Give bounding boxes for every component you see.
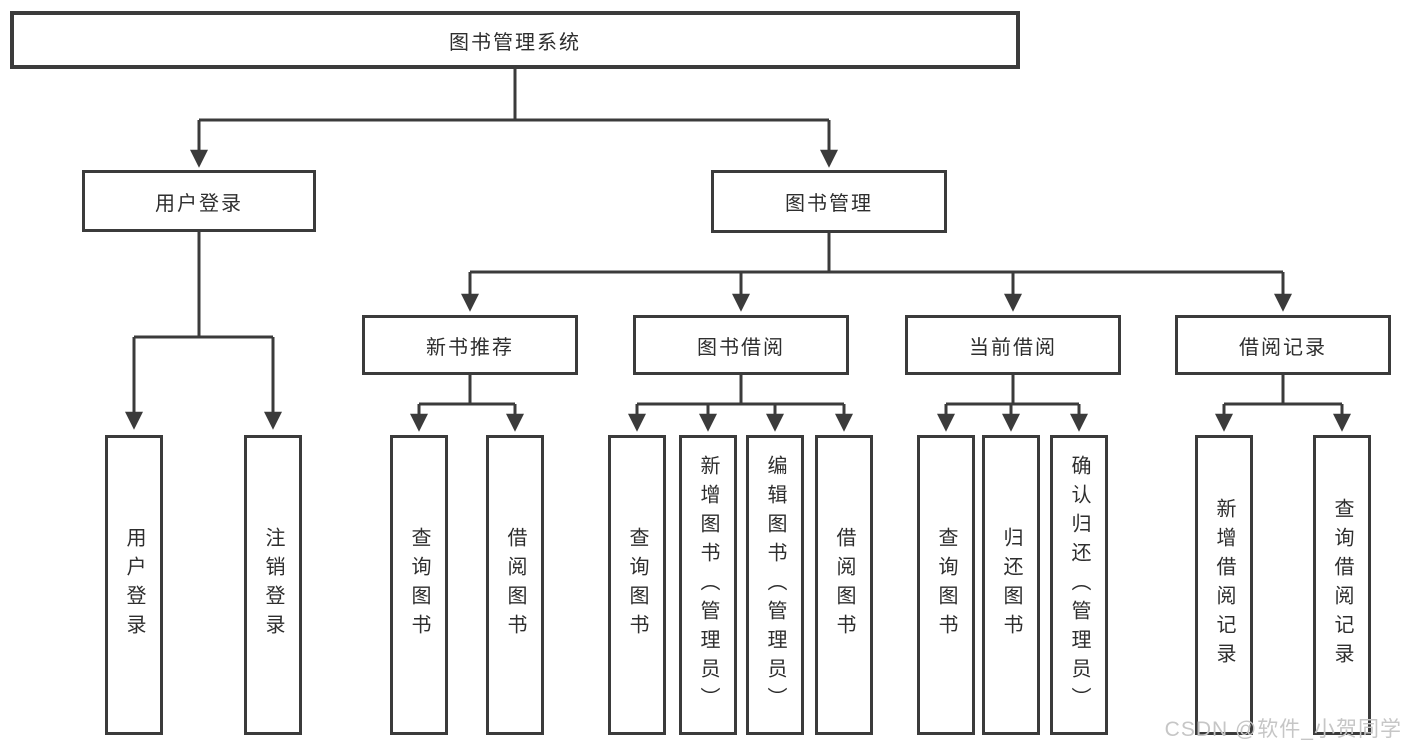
connector-userlogin-rail [134,232,273,339]
node-root: 图书管理系统 [10,11,1020,69]
node-borrow-records: 借阅记录 [1175,315,1391,375]
leaf-query-books-newbooks: 查询图书 [390,435,448,735]
node-current-borrow: 当前借阅 [905,315,1121,375]
connector-root-rail [199,69,829,122]
node-book-mgmt: 图书管理 [711,170,947,233]
leaf-borrow-books-newbooks: 借阅图书 [486,435,544,735]
node-book-borrow: 图书借阅 [633,315,849,375]
connector-bookmgmt-rail [470,233,1283,274]
leaf-query-books-borrow: 查询图书 [608,435,666,735]
csdn-watermark: CSDN @软件_小贺同学 [1164,718,1402,741]
leaf-add-borrow-record: 新增借阅记录 [1195,435,1253,735]
connector-level3-rails [419,375,1342,406]
leaf-return-book: 归还图书 [982,435,1040,735]
leaf-edit-book-admin: 编辑图书（管理员） [746,435,804,735]
leaf-query-borrow-record: 查询借阅记录 [1313,435,1371,735]
leaf-query-books-current: 查询图书 [917,435,975,735]
leaf-borrow-books-borrow: 借阅图书 [815,435,873,735]
leaf-add-book-admin: 新增图书（管理员） [679,435,737,735]
leaf-logout: 注销登录 [244,435,302,735]
node-new-books: 新书推荐 [362,315,578,375]
leaf-user-login: 用户登录 [105,435,163,735]
node-user-login: 用户登录 [82,170,316,232]
leaf-confirm-return-admin: 确认归还（管理员） [1050,435,1108,735]
